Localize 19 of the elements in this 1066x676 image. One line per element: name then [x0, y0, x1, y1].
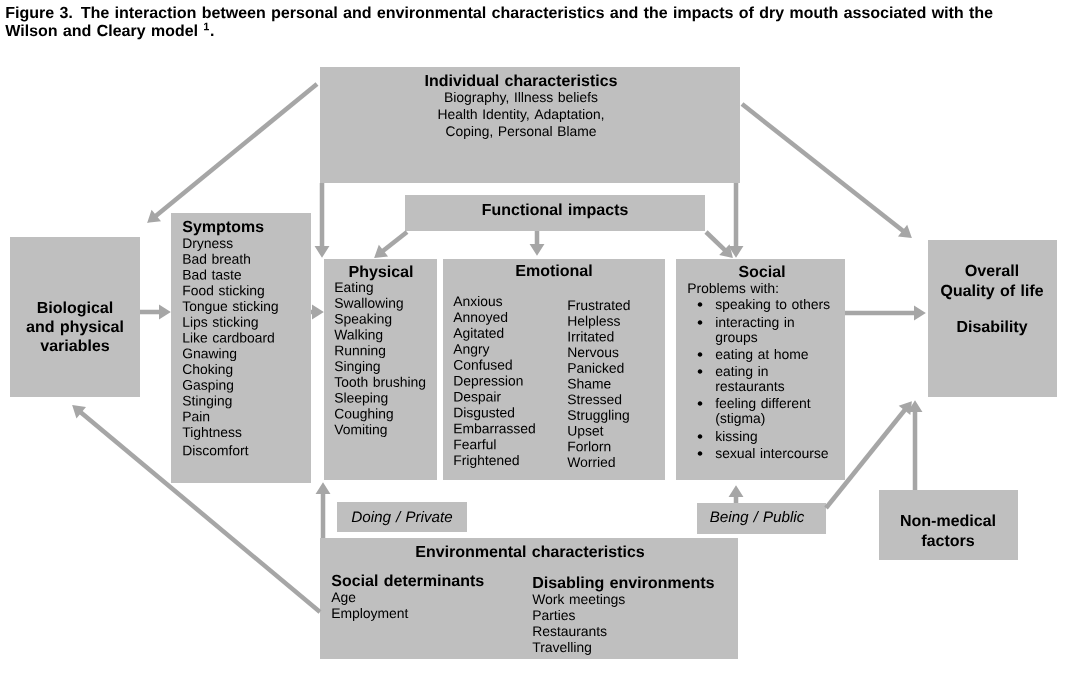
- concept-box: Physical Eating Swallowing Speaking Walking Running Singing Tooth brushing Sleeping Coughing Vomiting: [324, 259, 437, 480]
- arrow: [72, 405, 322, 614]
- heading-box: Functional impacts: [405, 195, 705, 231]
- concept-box: Social Problems with: speaking to others interacting in groups eating at home eating in restaurants feeling different (stigma) kissing sexual intercourse: [676, 259, 845, 480]
- figure-title: Figure 3. The interaction between personal and environmental characteristics and the impacts of dry mouth associated with the Wilson and Cleary model $^{1}$.: [5, 6, 993, 40]
- concept-box: Environmental characteristics Social determinants Age Employment Disabling environments Work meetings Parties Restaurants Travelling: [320, 538, 738, 659]
- concept-box: Biological and physical variables: [10, 237, 140, 397]
- concept-box: Non-medical factors: [879, 490, 1018, 560]
- concept-box: Emotional Anxious Annoyed Agitated Angry Confused Depression Despair Disgusted Embarrassed Fearful Frightened Frustrated Helpless Irritated Nervous Panicked Shame Stressed Struggling Upset Forlorn Worried: [443, 259, 665, 480]
- tag-box: Doing / Private: [337, 502, 467, 532]
- arrow: [374, 230, 409, 258]
- arrow: [147, 82, 319, 223]
- concept-box: Symptoms Dryness Bad breath Bad taste Food sticking Tongue sticking Lips sticking Like cardboard Gnawing Choking Gasping Stinging Pain Tightness Discomfort: [171, 213, 311, 483]
- arrow: [704, 230, 733, 258]
- arrow: [824, 401, 912, 510]
- tag-box: Being / Public: [697, 503, 826, 534]
- arrow: [740, 102, 912, 238]
- concept-box: Individual characteristics Biography, Illness beliefs Health Identity, Adaptation, Coping, Personal Blame: [320, 67, 740, 183]
- concept-box: Overall Quality of life Disability: [928, 240, 1057, 397]
